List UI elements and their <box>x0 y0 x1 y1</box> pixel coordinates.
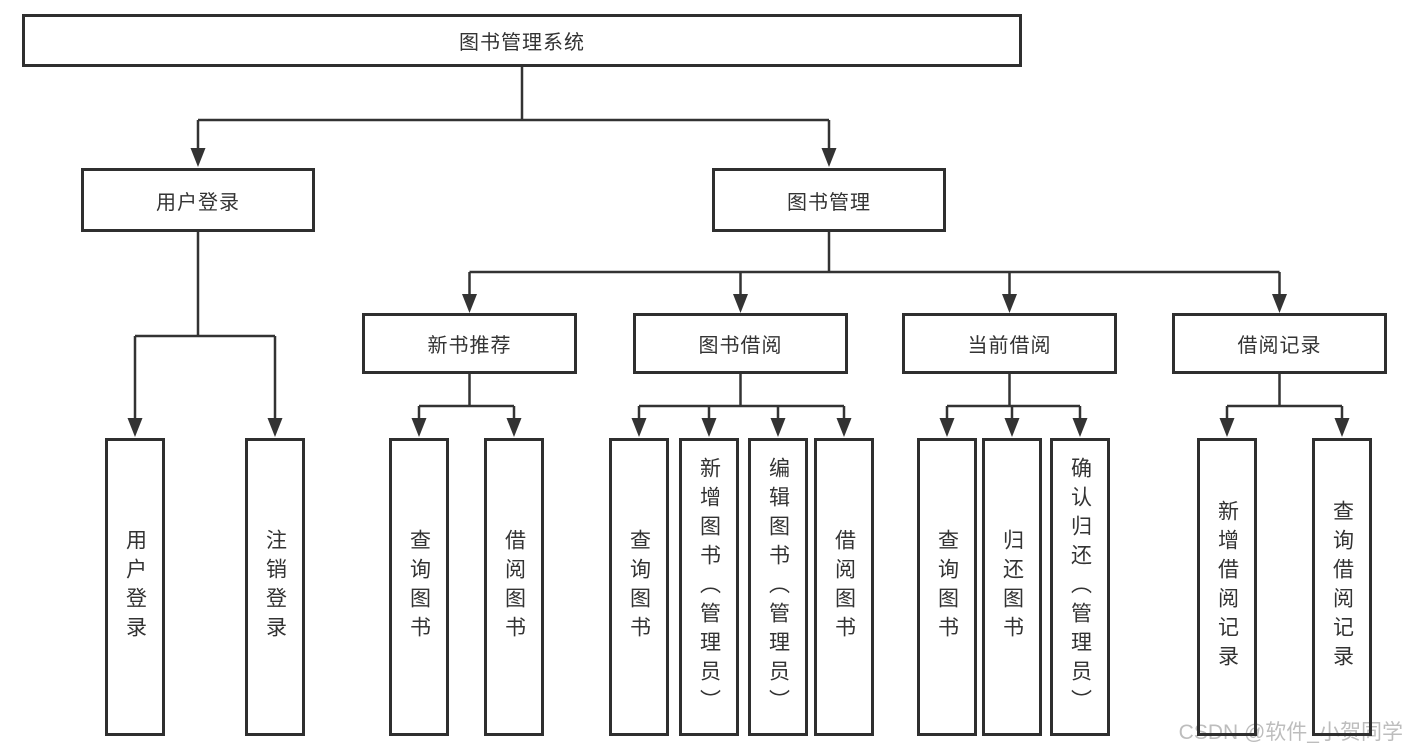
node-root-label: 图书管理系统 <box>459 32 585 54</box>
node-current-borrow-label: 当前借阅 <box>967 335 1052 357</box>
node-borrow-records: 借阅记录 <box>1172 313 1387 374</box>
leaf-borrow-book-1: 借阅图书 <box>484 438 544 736</box>
node-book-borrow-label: 图书借阅 <box>698 335 783 357</box>
leaf-query-book-2: 查询图书 <box>609 438 669 736</box>
node-new-book-rec-label: 新书推荐 <box>427 335 512 357</box>
leaf-query-borrow-record: 查询借阅记录 <box>1312 438 1372 736</box>
leaf-user-login: 用户登录 <box>105 438 165 736</box>
node-user-login-branch-label: 用户登录 <box>156 191 240 214</box>
leaf-query-book-3: 查询图书 <box>917 438 977 736</box>
node-root: 图书管理系统 <box>22 14 1022 67</box>
leaf-query-book-1: 查询图书 <box>389 438 449 736</box>
leaf-add-borrow-record: 新增借阅记录 <box>1197 438 1257 736</box>
node-new-book-rec: 新书推荐 <box>362 313 577 374</box>
leaf-add-book-admin: 新增图书（管理员） <box>679 438 739 736</box>
node-book-mgmt-branch: 图书管理 <box>712 168 946 232</box>
leaf-edit-book-admin: 编辑图书（管理员） <box>748 438 808 736</box>
arrowheads <box>127 148 1350 437</box>
leaf-logout: 注销登录 <box>245 438 305 736</box>
node-borrow-records-label: 借阅记录 <box>1237 335 1322 357</box>
watermark-text: CSDN @软件_小贺同学 <box>1178 721 1403 744</box>
leaf-confirm-return-admin: 确认归还（管理员） <box>1050 438 1110 736</box>
node-book-mgmt-branch-label: 图书管理 <box>787 191 871 214</box>
node-user-login-branch: 用户登录 <box>81 168 315 232</box>
connector-lines <box>133 67 1344 419</box>
leaf-return-book: 归还图书 <box>982 438 1042 736</box>
node-current-borrow: 当前借阅 <box>902 313 1117 374</box>
leaf-borrow-book-2: 借阅图书 <box>814 438 874 736</box>
node-book-borrow: 图书借阅 <box>633 313 848 374</box>
